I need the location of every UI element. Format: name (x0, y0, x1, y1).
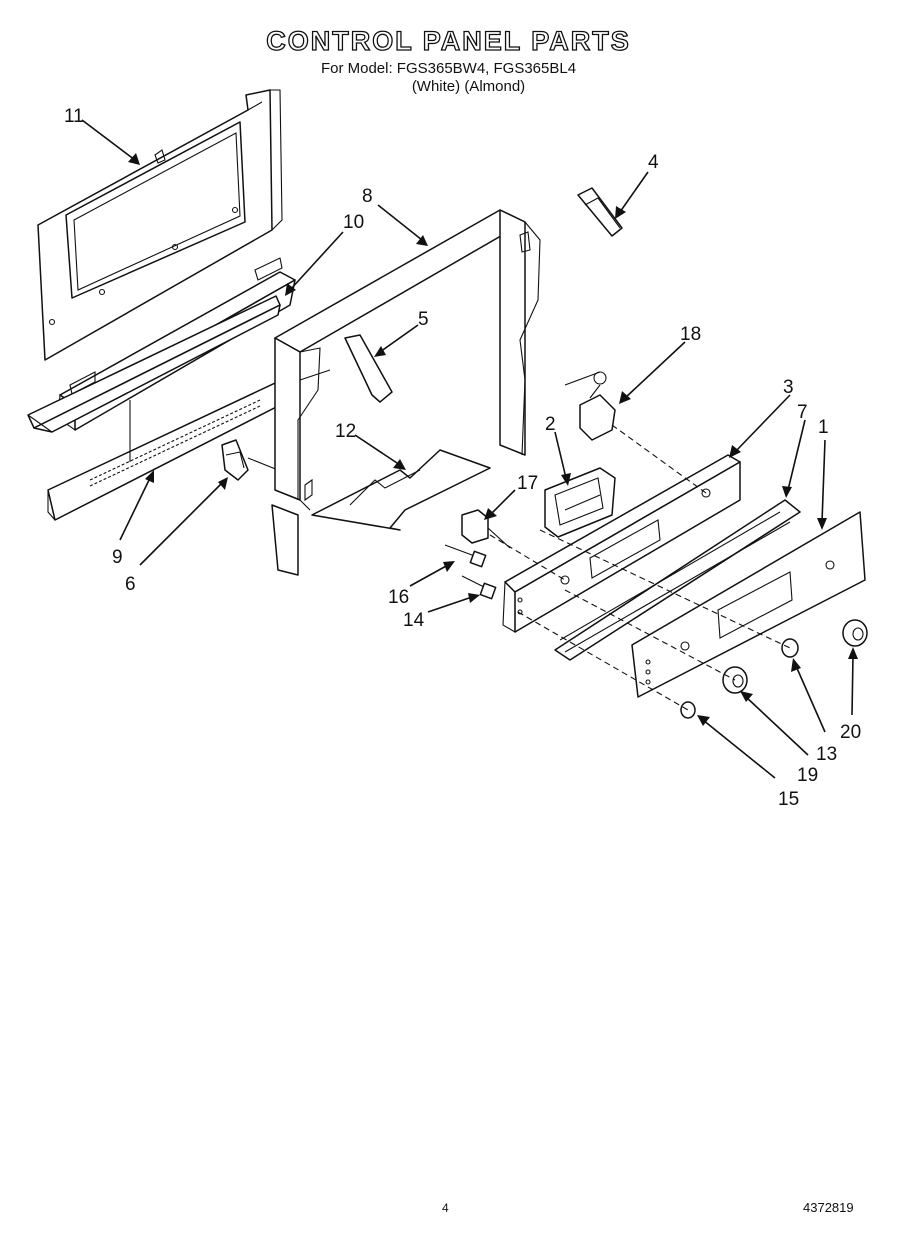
callout-12: 12 (335, 421, 356, 442)
part-2-clock (544, 467, 616, 538)
part-18-switch (564, 371, 616, 441)
part-1-front-panel (631, 511, 866, 698)
part-11-rear-panel (37, 89, 283, 361)
part-6-clip (221, 439, 279, 481)
callout-8: 8 (362, 186, 373, 207)
part-9-rail (27, 295, 291, 521)
part-13-knob-insert (781, 638, 799, 658)
callout-17: 17 (517, 473, 538, 494)
document-code: 4372819 (803, 1200, 854, 1215)
callout-18: 18 (680, 324, 701, 345)
callout-14: 14 (403, 610, 425, 631)
assembly-lines (489, 424, 791, 711)
callout-19: 19 (797, 765, 818, 786)
callout-7: 7 (797, 402, 808, 423)
callout-16: 16 (388, 587, 409, 608)
part-4-clip (577, 187, 623, 237)
page-title: CONTROL PANEL PARTS (266, 25, 631, 56)
callout-20: 20 (840, 722, 861, 743)
callout-numbers: 11 8 10 4 5 18 3 7 1 2 12 17 16 14 9 6 2… (64, 106, 861, 810)
callout-10: 10 (343, 212, 364, 233)
model-numbers: For Model: FGS365BW4, FGS365BL4 (320, 60, 577, 77)
part-12-shield (311, 449, 491, 531)
callout-1: 1 (818, 417, 829, 438)
part-15-button (680, 701, 696, 719)
leader-lines (81, 119, 858, 779)
callout-15: 15 (778, 789, 799, 810)
part-20-knob (842, 619, 868, 647)
part-8-front-frame (271, 209, 541, 576)
part-7-overlay (554, 499, 801, 661)
page-number: 4 (442, 1201, 449, 1215)
model-colors: (White) (Almond) (411, 78, 526, 95)
part-3-control-panel (502, 454, 741, 633)
callout-3: 3 (783, 377, 794, 398)
callout-2: 2 (545, 414, 556, 435)
part-17-block (461, 509, 511, 549)
callout-11: 11 (64, 106, 84, 127)
callout-13: 13 (816, 744, 837, 765)
part-16-screw (444, 544, 487, 568)
part-5-handle (344, 334, 393, 403)
callout-5: 5 (418, 309, 429, 330)
callout-4: 4 (648, 152, 659, 173)
model-subtitle: For Model: FGS365BW4, FGS365BL4 (White) … (0, 60, 897, 96)
callout-6: 6 (125, 574, 136, 595)
part-14-screw (461, 575, 497, 600)
callout-9: 9 (112, 547, 123, 568)
